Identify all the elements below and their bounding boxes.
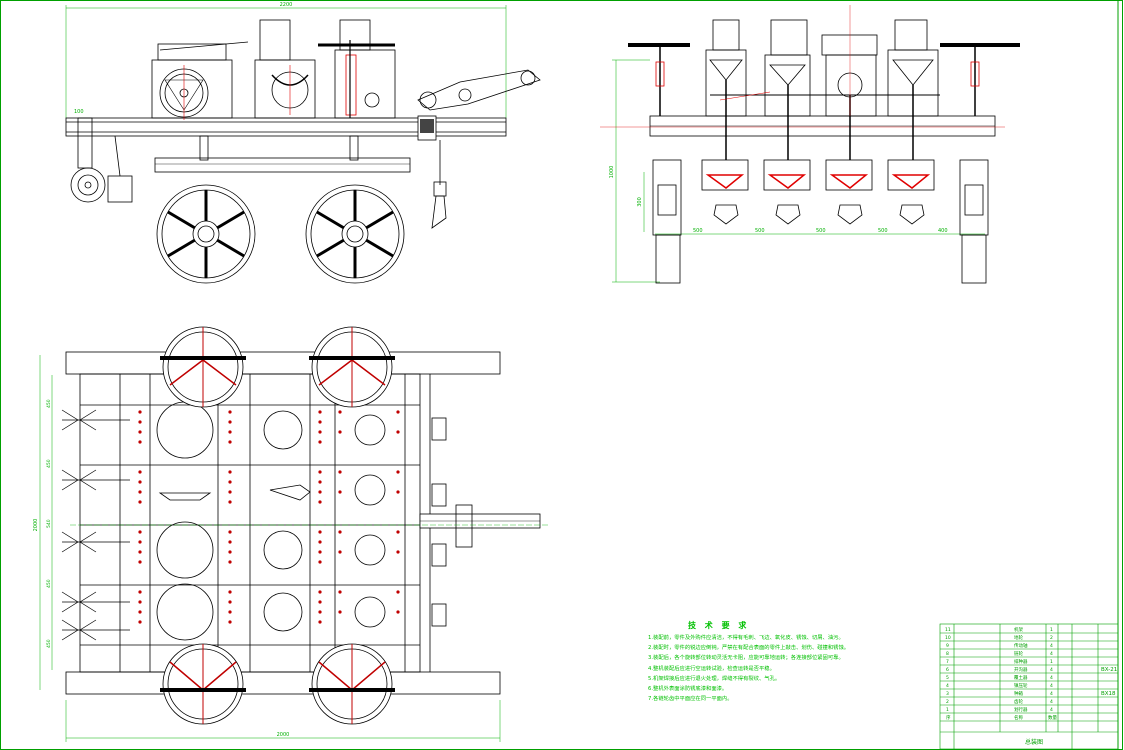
tb-qty-3: 4 [1050, 691, 1053, 697]
side-wheel-right [305, 184, 405, 284]
technical-requirements: 技 术 要 求 1.装配前，零件及外购件应清洁，不得有毛刺、飞边、氧化皮、锈蚀、… [648, 620, 938, 704]
front-spacing-dim-3: 500 [816, 228, 826, 234]
plan-wheel-bottom-right [309, 643, 395, 725]
tb-drawing-name: 总装图 [1025, 738, 1043, 746]
tb-name-10: 地轮 [1014, 634, 1023, 641]
tb-header-seq: 序 [946, 714, 951, 721]
tb-seq-3: 3 [946, 691, 949, 697]
tb-seq-7: 7 [946, 659, 949, 665]
tb-seq-2: 2 [946, 699, 949, 705]
tb-seq-8: 8 [946, 651, 949, 657]
tb-qty-11: 1 [1050, 627, 1053, 633]
tb-seq-4: 4 [946, 683, 949, 689]
side-left-dim: 100 [74, 109, 84, 115]
tb-seq-9: 9 [946, 643, 949, 649]
tb-seq-10: 10 [945, 635, 951, 641]
plan-wheel-top-left [160, 326, 246, 408]
tb-code-b: BX18 [1101, 691, 1116, 697]
front-view: 1000 300 500 500 500 500 400 [600, 5, 1020, 284]
plan-wheel-bottom-left [160, 643, 246, 725]
front-seed-unit-2 [763, 19, 811, 225]
front-spacing-dim-4: 500 [878, 228, 888, 234]
front-seed-unit-4 [887, 19, 939, 225]
front-seed-unit-3 [821, 34, 878, 225]
tb-qty-10: 2 [1050, 635, 1053, 641]
tech-requirement-1: 1.装配前，零件及外购件应清洁，不得有毛刺、飞边、氧化皮、锈蚀、切屑、油污。 [648, 635, 844, 641]
tb-qty-8: 4 [1050, 651, 1053, 657]
side-overall-dim: 2200 [280, 2, 293, 8]
tb-qty-5: 4 [1050, 675, 1053, 681]
plan-row-dim-2: 450 [46, 459, 52, 468]
tb-name-6: 开沟器 [1014, 666, 1028, 673]
tech-requirement-7: 7.各链轮齿中平面应在同一平面内。 [648, 696, 733, 703]
plan-row-dim-3: 540 [46, 519, 52, 528]
tech-requirement-6: 6.整机外表面涂防锈底漆和面漆。 [648, 686, 728, 693]
plan-view: 2000 2000 450 450 540 450 450 [33, 326, 548, 742]
tb-name-1: 划行器 [1014, 706, 1028, 713]
tb-qty-7: 1 [1050, 659, 1053, 665]
tb-seq-11: 11 [945, 627, 951, 633]
tech-requirement-5: 5.机架焊接后应进行退火处理，焊缝不得有裂纹、气孔。 [648, 675, 781, 682]
title-block-text: 11 10 9 8 7 6 5 4 3 2 1 机架 地轮 传动轴 链轮 排种器… [945, 626, 1117, 746]
tb-seq-1: 1 [946, 707, 949, 713]
tb-name-9: 传动轴 [1014, 642, 1028, 649]
tb-header-qty: 数量 [1048, 714, 1057, 721]
tb-name-5: 覆土器 [1014, 674, 1028, 681]
front-spacing-dim-5: 400 [938, 228, 948, 234]
tb-name-7: 排种器 [1014, 658, 1028, 665]
side-view: 2200 100 [65, 2, 541, 284]
front-spacing-dim-1: 500 [693, 228, 703, 234]
tb-seq-6: 6 [946, 667, 949, 673]
tb-header-name: 名称 [1014, 714, 1023, 721]
plan-height-dim: 2000 [33, 519, 39, 532]
tb-name-11: 机架 [1014, 626, 1023, 633]
plan-wheel-top-right [309, 326, 395, 408]
tb-name-2: 齿轮 [1014, 698, 1023, 705]
front-spacing-dim-2: 500 [755, 228, 765, 234]
tb-seq-5: 5 [946, 675, 949, 681]
tb-qty-1: 4 [1050, 707, 1053, 713]
front-seed-unit-1 [701, 19, 749, 225]
front-subheight-dim: 300 [637, 197, 643, 207]
tech-requirement-2: 2.装配时，零件的锐边应倒钝，严禁在有配合表面的零件上敲击、划伤、碰撞和锈蚀。 [648, 645, 850, 652]
plan-width-dim: 2000 [277, 732, 290, 738]
tb-name-4: 镇压轮 [1014, 682, 1028, 689]
title-block [939, 623, 1119, 750]
technical-requirements-title: 技 术 要 求 [688, 621, 750, 630]
front-height-dim: 1000 [609, 166, 615, 179]
tb-qty-6: 4 [1050, 667, 1053, 673]
tb-name-8: 链轮 [1014, 650, 1023, 657]
tech-requirement-4: 4.整机装配后应进行空运转试验，检查运转是否平稳。 [648, 665, 775, 672]
tb-qty-4: 4 [1050, 683, 1053, 689]
tb-code-a: BX-21 [1101, 667, 1117, 673]
tb-name-3: 种箱 [1014, 690, 1023, 697]
plan-row-dim-4: 450 [46, 579, 52, 588]
tb-qty-9: 4 [1050, 643, 1053, 649]
side-wheel-left [156, 184, 256, 284]
tech-requirement-3: 3.装配后，各个旋转部位转动灵活无卡阻，应能可靠地运转；各连接部位紧固可靠。 [648, 655, 844, 662]
plan-row-dim-1: 450 [46, 399, 52, 408]
tb-qty-2: 4 [1050, 699, 1053, 705]
plan-row-dim-5: 450 [46, 639, 52, 648]
